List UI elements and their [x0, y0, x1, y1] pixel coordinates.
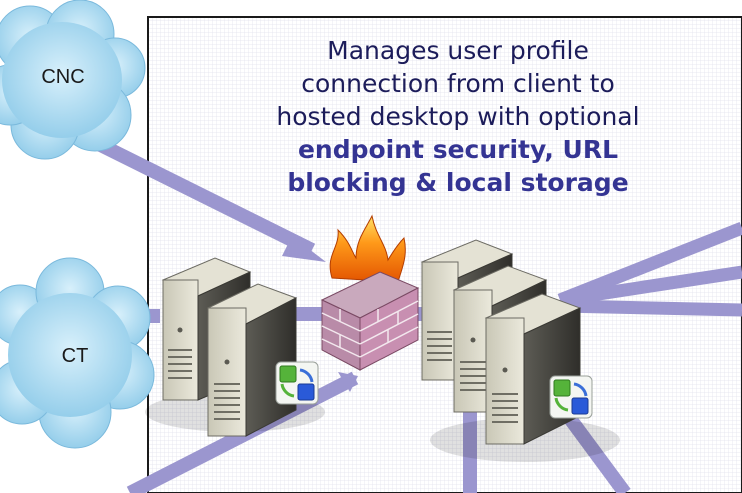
citrix-app-icon [275, 361, 319, 405]
firewall-icon [320, 214, 420, 371]
connector-right-top [557, 221, 742, 307]
cloud-label-top: CNC [41, 66, 85, 88]
caption-line: connection from client to [301, 69, 615, 98]
cloud-label-bottom: CT [61, 345, 89, 367]
caption-line: hosted desktop with optional [276, 102, 640, 131]
server-icon [206, 283, 298, 437]
cloud-icon [0, 257, 155, 449]
caption-line: Manages user profile [327, 36, 589, 65]
caption-emphasis-line: endpoint security, URL [297, 135, 619, 164]
connector-right-middle [559, 265, 742, 307]
citrix-app-icon [549, 375, 593, 419]
panel-caption: Manages user profile connection from cli… [238, 34, 678, 199]
connector-right-lower [559, 299, 742, 317]
arrow-head-firewall [282, 236, 326, 262]
caption-emphasis-line: blocking & local storage [287, 168, 629, 197]
cloud-icon [0, 0, 146, 160]
arrow-head-citrix [338, 372, 358, 392]
server-icon [484, 293, 582, 445]
